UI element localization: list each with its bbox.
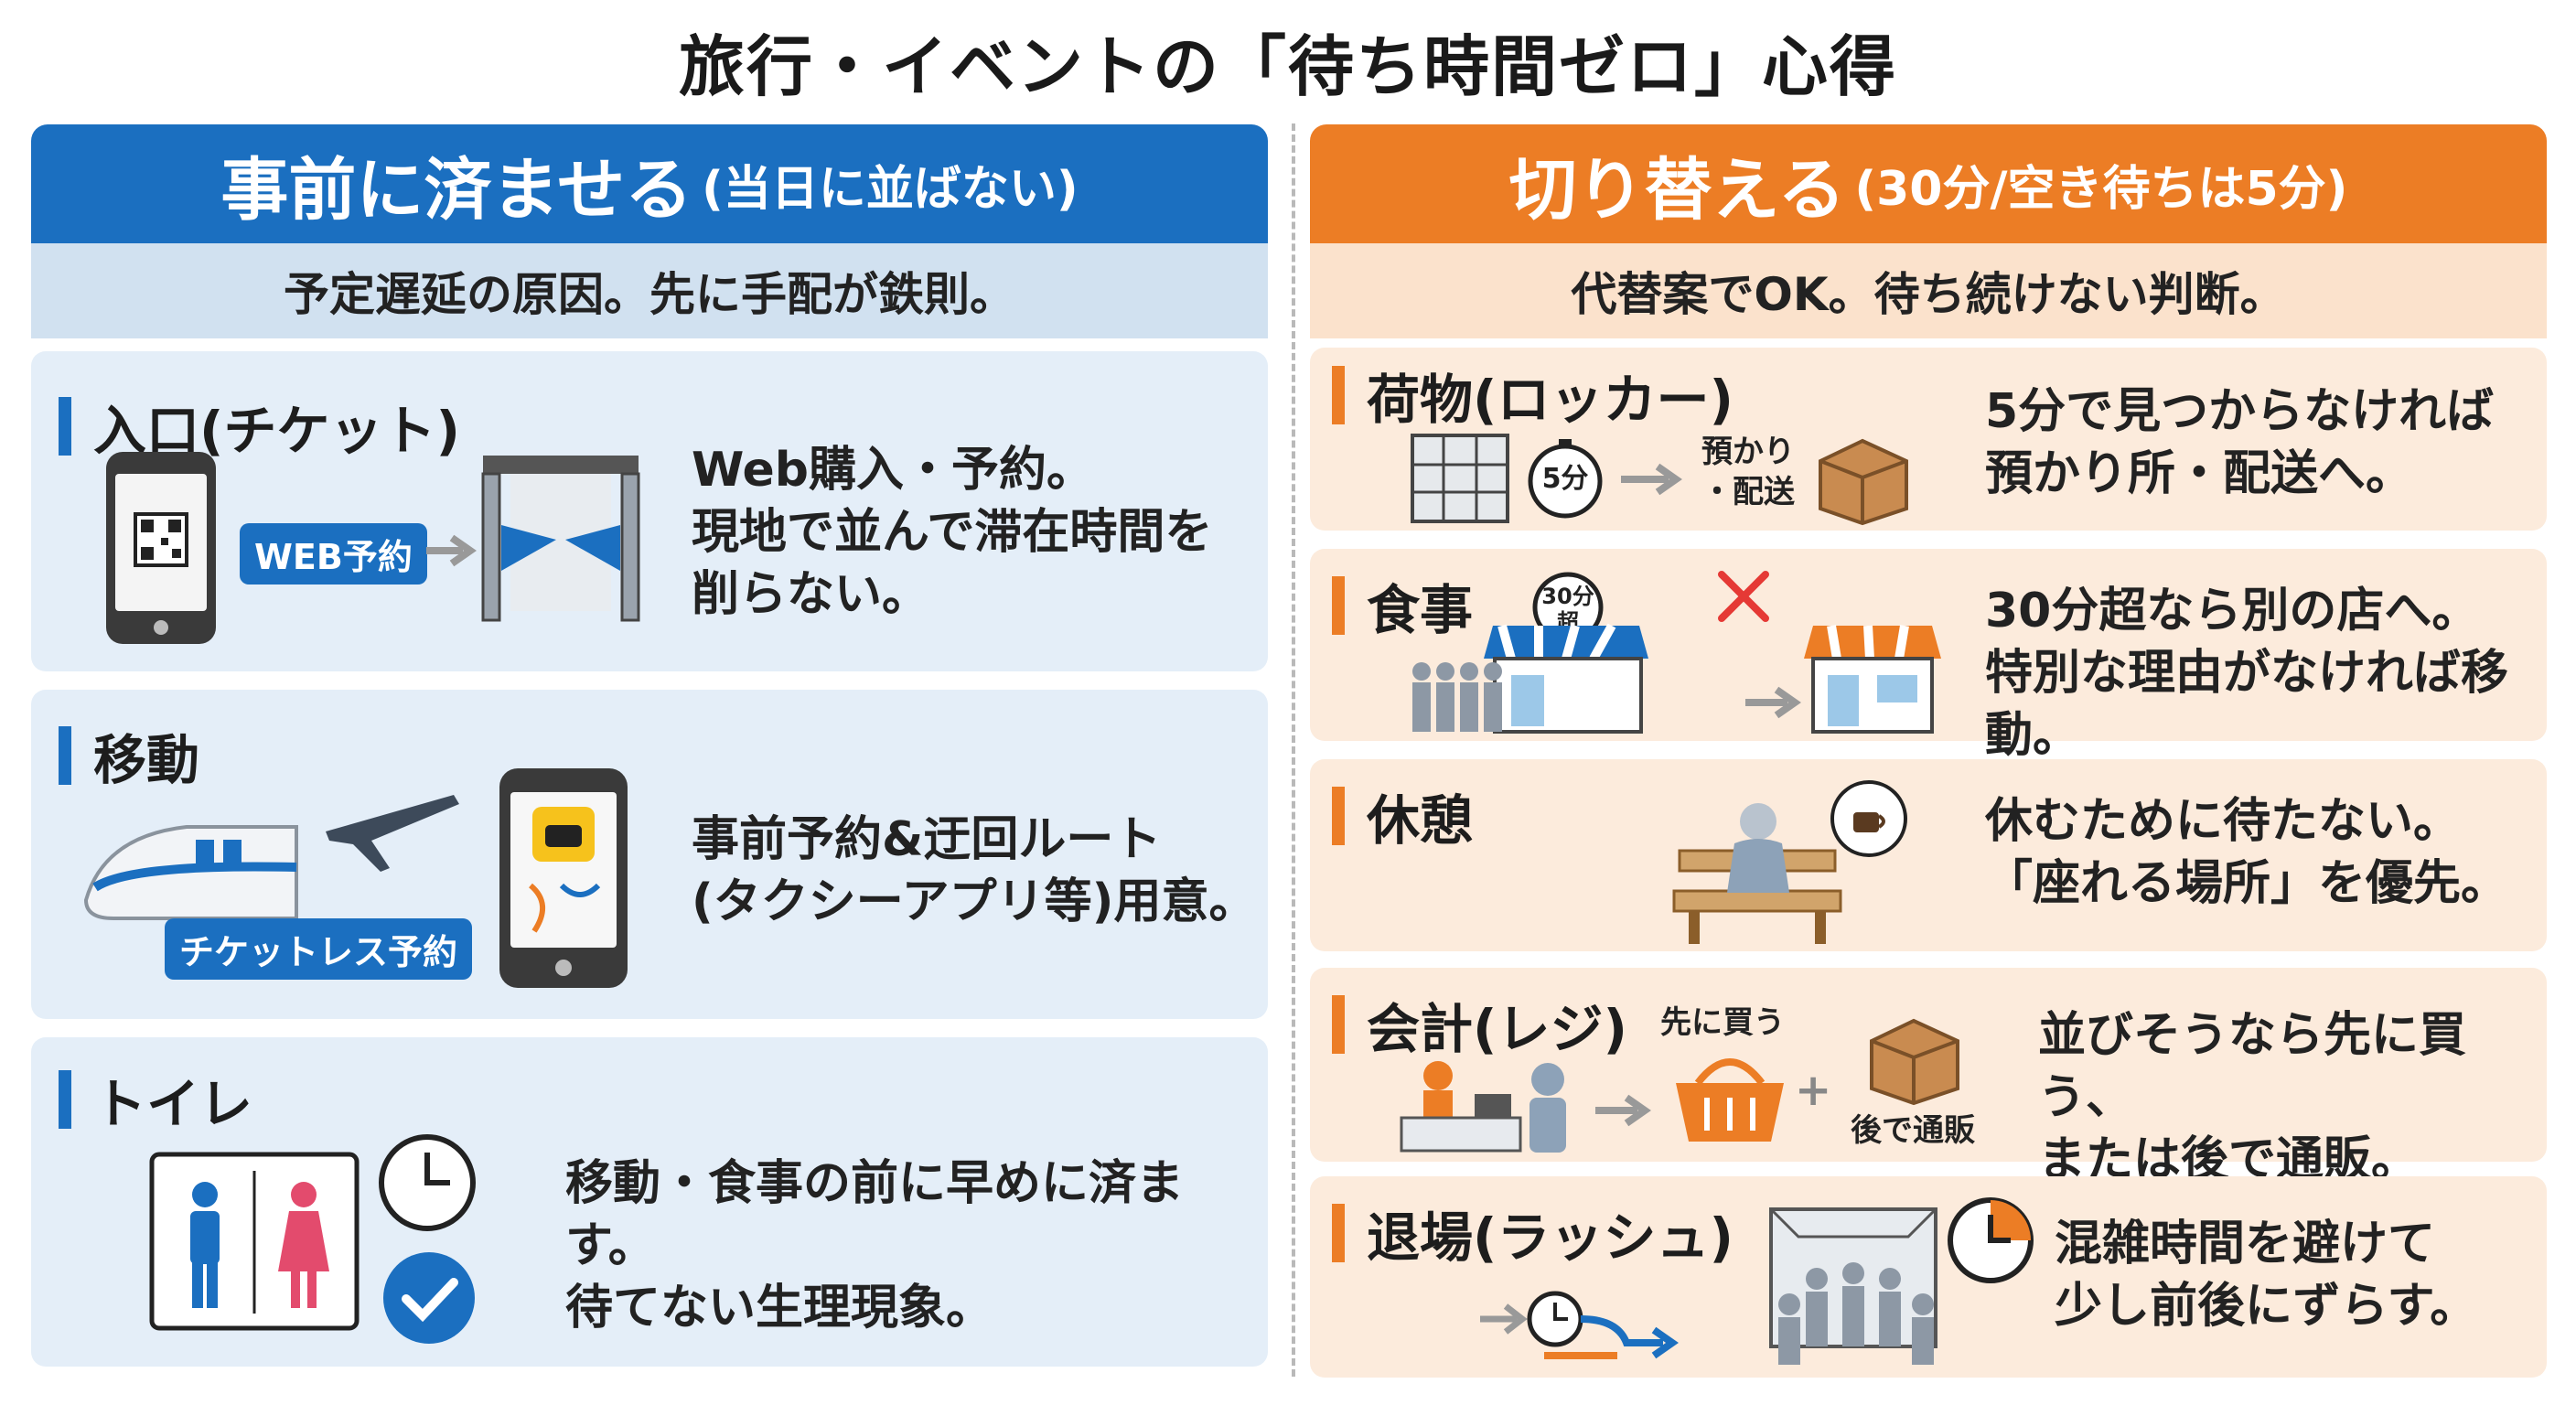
left-header: 事前に済ませる (当日に並ばない) (31, 124, 1268, 243)
card-meal-title: 食事 (1332, 567, 1473, 644)
right-column: 切り替える (30分/空き待ちは5分) 代替案でOK。待ち続けない判断。 荷物(… (1310, 124, 2547, 1378)
check-icon (383, 1252, 475, 1344)
cashier-icon (1400, 1061, 1566, 1153)
card-toilet-desc: 移動・食事の前に早めに済ます。 待てない生理現象。 (565, 1156, 1185, 1335)
restroom-sign-icon (149, 1152, 360, 1331)
timer-icon (1528, 439, 1603, 519)
card-checkout-desc: 並びそうなら先に買う、 または後で通販。 (2038, 1008, 2467, 1187)
card-travel-title: 移動 (59, 717, 199, 794)
ticketless-tag: チケットレス予約 (165, 918, 473, 980)
card-exit-title: 退場(ラッシュ) (1332, 1195, 1733, 1271)
right-header-subtitle: (30分/空き待ちは5分) (1854, 161, 2348, 217)
card-checkout-title: 会計(レジ) (1332, 986, 1627, 1063)
smartphone-qr-icon (106, 452, 216, 644)
bullet-train-icon (83, 825, 298, 920)
airplane-icon (326, 795, 459, 872)
crowd-exit-gate-icon (1769, 1207, 1937, 1365)
right-header-title: 切り替える (1508, 150, 1846, 230)
coffee-bubble-icon (1830, 780, 1907, 857)
column-divider (1292, 123, 1295, 1377)
card-meal: 食事 30分 超 30分超なら別の店へ。 特別な理由がなければ移動。 (1310, 549, 2547, 763)
package-icon (1870, 1018, 1959, 1106)
card-rest: 休憩 休むために待たない。 「座れる場所」を優先。 (1310, 759, 2547, 951)
card-exit-desc: 混雑時間を避けて 少し前後にずらす。 (2055, 1217, 2478, 1334)
card-ticket-title: 入口(チケット) (59, 388, 460, 465)
cross-icon (1718, 571, 1769, 622)
card-exit: 退場(ラッシュ) 混雑時間を避けて 少し前後にずらす。 (1310, 1176, 2547, 1378)
card-rest-desc: 休むために待たない。 「座れる場所」を優先。 (1985, 794, 2509, 911)
timer-label: 5分 (1541, 463, 1589, 495)
package-icon (1819, 438, 1908, 526)
basket-icon (1676, 1058, 1784, 1142)
crowded-restaurant-icon (1412, 623, 1648, 734)
card-luggage: 荷物(ロッカー) 5分 預かり ・配送 5分で見つからなければ 預かり所・配送へ… (1310, 348, 2547, 531)
card-travel: 移動 チケットレス予約 事前予約&迂回ルート (タクシーアプリ等)用意。 (31, 690, 1268, 1019)
clock-icon (379, 1134, 476, 1231)
left-header-subtitle: (当日に並ばない) (702, 161, 1079, 217)
card-toilet: トイレ 移動・食事の前に早めに済ます。 待てない生理現象。 (31, 1037, 1268, 1367)
left-subtitle: 予定遅延の原因。先に手配が鉄則。 (31, 243, 1268, 338)
arrow-right-icon (426, 534, 477, 567)
left-header-title: 事前に済ませる (220, 150, 693, 230)
arrow-right-icon (1621, 463, 1682, 496)
ticket-gate-icon (481, 456, 640, 622)
meal-timer-label: 30分 超 (1541, 584, 1594, 635)
page-title: 旅行・イベントの「待ち時間ゼロ」心得 (678, 28, 1897, 105)
right-subtitle: 代替案でOK。待ち続けない判断。 (1310, 243, 2547, 338)
left-column: 事前に済ませる (当日に並ばない) 予定遅延の原因。先に手配が鉄則。 入口(チケ… (31, 124, 1268, 1367)
taxi-app-phone-icon (499, 768, 628, 988)
card-checkout: 会計(レジ) 先に買う + 後で通販 並びそうなら先に買う、 または後で通販。 (1310, 968, 2547, 1187)
plus-icon: + (1795, 1065, 1832, 1116)
card-ticket: 入口(チケット) WEB予約 Web購入・予約。 現地で並んで滞在時間を 削らな… (31, 351, 1268, 671)
card-luggage-title: 荷物(ロッカー) (1332, 357, 1733, 434)
card-rest-title: 休憩 (1332, 778, 1473, 854)
card-toilet-title: トイレ (59, 1061, 252, 1138)
arrow-right-icon (1595, 1094, 1651, 1127)
mail-order-label: 後で通販 (1851, 1112, 1975, 1149)
card-ticket-desc: Web購入・予約。 現地で並んで滞在時間を 削らない。 (692, 443, 1213, 622)
card-travel-desc: 事前予約&迂回ルート (タクシーアプリ等)用意。 (692, 812, 1257, 929)
buy-first-label: 先に買う (1660, 1004, 1785, 1041)
locker-icon (1411, 434, 1509, 523)
empty-restaurant-icon (1804, 625, 1941, 734)
clock-icon (1948, 1197, 2034, 1283)
luggage-note: 預かり ・配送 (1701, 434, 1795, 510)
detour-route-icon (1480, 1291, 1679, 1359)
arrow-right-icon (1745, 686, 1801, 719)
card-luggage-desc: 5分で見つからなければ 預かり所・配送へ。 (1985, 384, 2495, 501)
web-reservation-tag: WEB予約 (240, 523, 427, 585)
person-on-bench-icon (1672, 803, 1842, 944)
right-header: 切り替える (30分/空き待ちは5分) (1310, 124, 2547, 243)
card-meal-desc: 30分超なら別の店へ。 特別な理由がなければ移動。 (1985, 584, 2509, 763)
